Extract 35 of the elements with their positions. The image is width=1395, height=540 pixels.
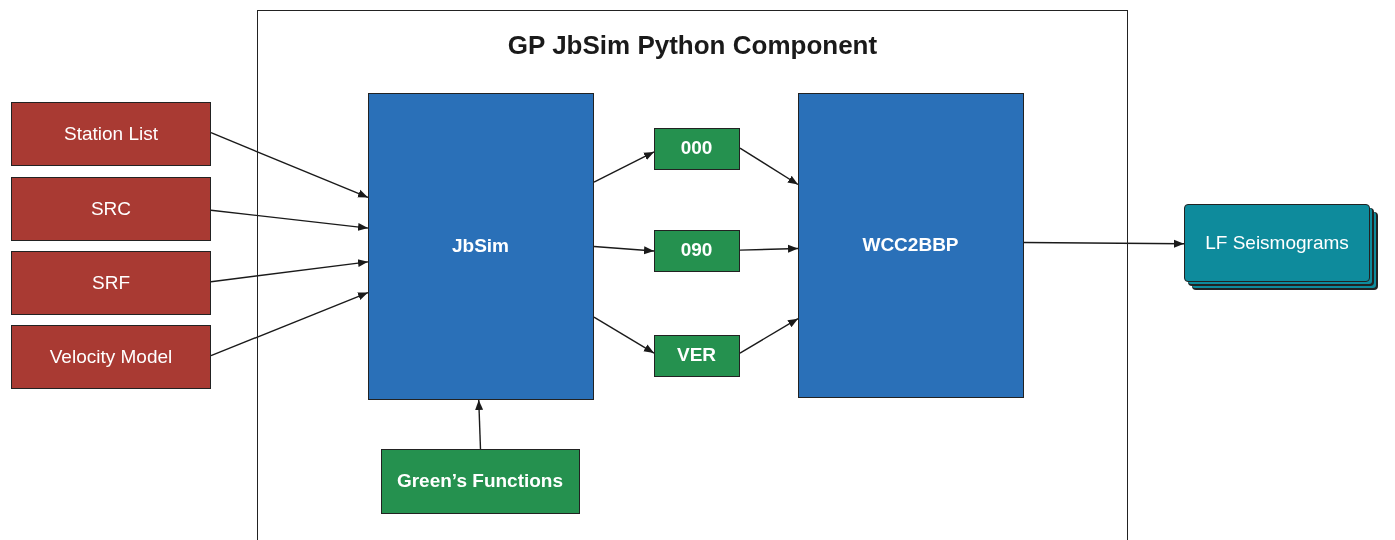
arrow — [739, 244, 799, 253]
data-box — [653, 334, 740, 377]
process-box — [797, 92, 1024, 398]
node-label: JbSim — [451, 233, 510, 258]
arrow — [739, 147, 799, 186]
arrow — [210, 132, 369, 199]
arrow — [593, 245, 655, 255]
node-label: VER — [675, 343, 718, 368]
node-label: LF Seismograms — [1204, 230, 1350, 255]
arrow — [210, 291, 369, 357]
process-box — [367, 92, 594, 400]
arrow — [1023, 239, 1185, 248]
data-box — [653, 127, 740, 170]
node-label: 090 — [679, 238, 714, 263]
arrow — [593, 316, 655, 354]
data-box — [653, 229, 740, 272]
input-box — [11, 251, 211, 315]
node-label: Station List — [63, 121, 159, 146]
node-label: SRF — [91, 270, 131, 295]
arrow — [475, 399, 484, 450]
node-label: 000 — [679, 136, 714, 161]
component-frame — [257, 10, 1128, 540]
arrow — [210, 209, 369, 231]
node-label: Green’s Functions — [395, 468, 565, 493]
arrow — [739, 318, 799, 354]
node-label: SRC — [89, 196, 133, 221]
input-box — [11, 325, 211, 389]
arrow — [593, 151, 655, 183]
node-label: WCC2BBP — [861, 232, 960, 257]
input-box — [11, 177, 211, 241]
component-title: GP JbSim Python Component — [506, 29, 879, 62]
input-box — [11, 102, 211, 166]
data-box — [380, 448, 580, 514]
arrow — [210, 259, 369, 283]
node-label: Velocity Model — [48, 344, 174, 369]
